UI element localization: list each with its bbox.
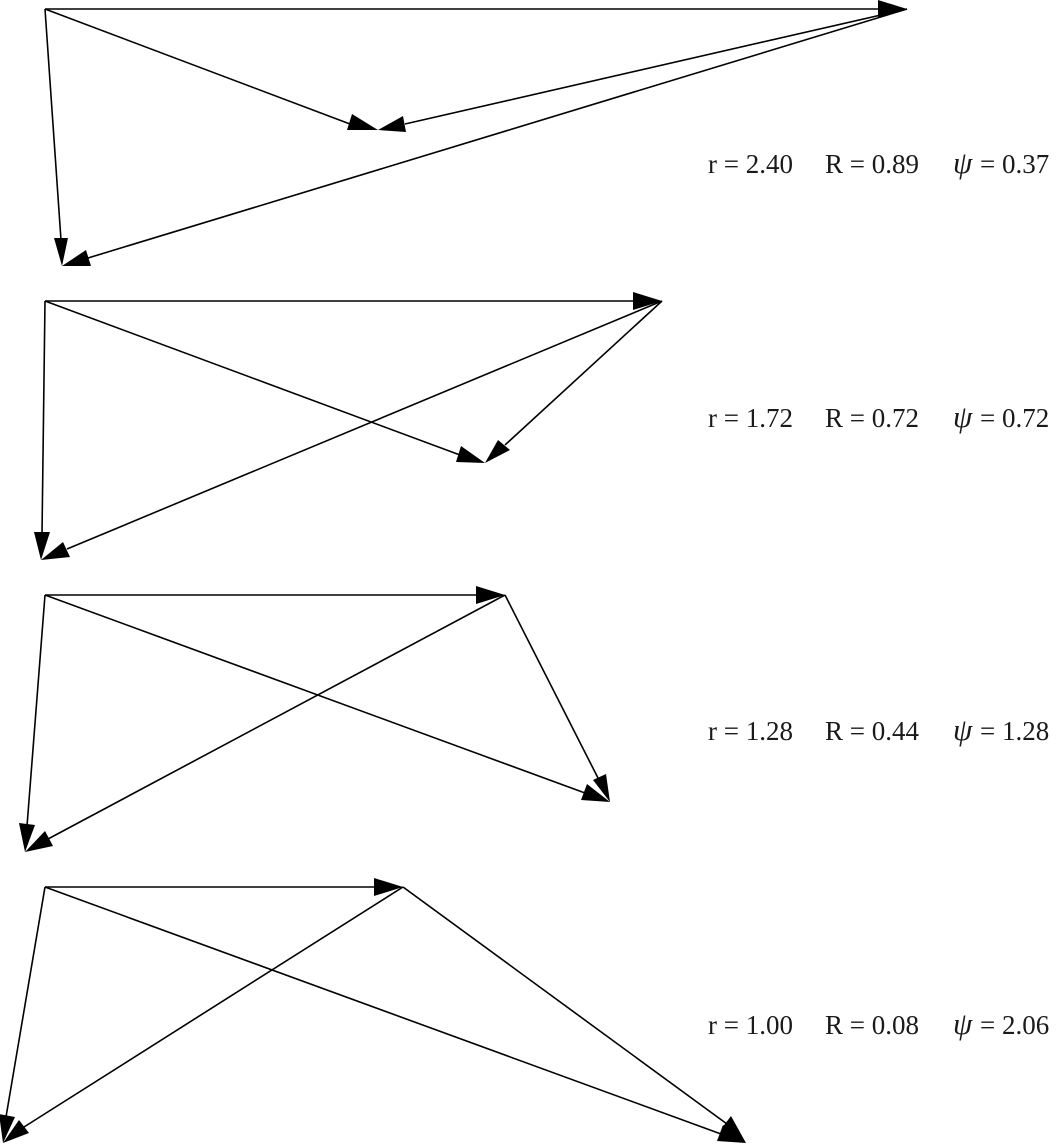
panel-3-parameters: r = 1.28 R = 0.44 ψ = 1.28 xyxy=(708,712,1049,747)
panel-4-edge-origin-right xyxy=(45,878,403,896)
panel-2: r = 1.72 R = 0.72 ψ = 0.72 xyxy=(34,292,1049,560)
panel-4-edge-right-bottom-right xyxy=(402,886,746,1143)
panel-1-R-value: R = 0.89 xyxy=(825,149,919,179)
panel-1-edge-right-middle xyxy=(378,8,908,132)
panel-1-psi-symbol: ψ xyxy=(953,145,973,180)
panel-2-edge-right-bottom xyxy=(41,300,663,560)
panel-2-edge-origin-middle xyxy=(44,300,485,463)
panel-3-edge-right-bottom-left xyxy=(25,594,506,852)
panel-2-r-value: r = 1.72 xyxy=(708,403,793,433)
panel-1-psi-value: = 0.37 xyxy=(980,149,1049,179)
panel-2-psi-value: = 0.72 xyxy=(980,403,1049,433)
panel-2-psi-symbol: ψ xyxy=(953,399,973,434)
panel-3-r-value: r = 1.28 xyxy=(708,716,793,746)
panel-4-parameters: r = 1.00 R = 0.08 ψ = 2.06 xyxy=(708,1006,1049,1041)
panel-2-R-value: R = 0.72 xyxy=(825,403,919,433)
panel-4-edge-origin-bottom-right xyxy=(44,886,746,1143)
panel-1-r-value: r = 2.40 xyxy=(708,149,793,179)
panel-3: r = 1.28 R = 0.44 ψ = 1.28 xyxy=(19,586,1049,852)
panel-4-edge-right-bottom-left xyxy=(3,886,404,1143)
panel-3-psi-symbol: ψ xyxy=(953,712,973,747)
panel-4-edge-origin-bottom-left xyxy=(0,886,46,1143)
panel-2-edge-right-middle xyxy=(485,300,663,463)
panel-3-psi-value: = 1.28 xyxy=(980,716,1049,746)
panel-1-edge-origin-middle xyxy=(44,8,378,130)
panel-1-edge-origin-bottom xyxy=(44,8,68,266)
panel-3-edge-origin-right xyxy=(45,586,505,604)
panel-1-edge-origin-right xyxy=(45,0,907,18)
panel-1-edge-right-bottom xyxy=(62,8,908,266)
panel-3-edge-origin-bottom-right xyxy=(44,594,610,802)
panel-1-parameters: r = 2.40 R = 0.89 ψ = 0.37 xyxy=(708,145,1049,180)
panel-2-parameters: r = 1.72 R = 0.72 ψ = 0.72 xyxy=(708,399,1049,434)
panel-2-edge-origin-bottom xyxy=(34,300,50,560)
panel-3-R-value: R = 0.44 xyxy=(825,716,919,746)
panel-4: r = 1.00 R = 0.08 ψ = 2.06 xyxy=(0,878,1049,1143)
panel-2-edge-origin-right xyxy=(45,292,662,310)
panel-4-R-value: R = 0.08 xyxy=(825,1010,919,1040)
panel-3-edge-origin-bottom-left xyxy=(19,594,46,852)
panel-3-edge-right-bottom-right xyxy=(504,594,610,802)
panel-1: r = 2.40 R = 0.89 ψ = 0.37 xyxy=(44,0,1049,266)
panel-4-psi-value: = 2.06 xyxy=(980,1010,1049,1040)
panel-4-r-value: r = 1.00 xyxy=(708,1010,793,1040)
panel-4-psi-symbol: ψ xyxy=(953,1006,973,1041)
